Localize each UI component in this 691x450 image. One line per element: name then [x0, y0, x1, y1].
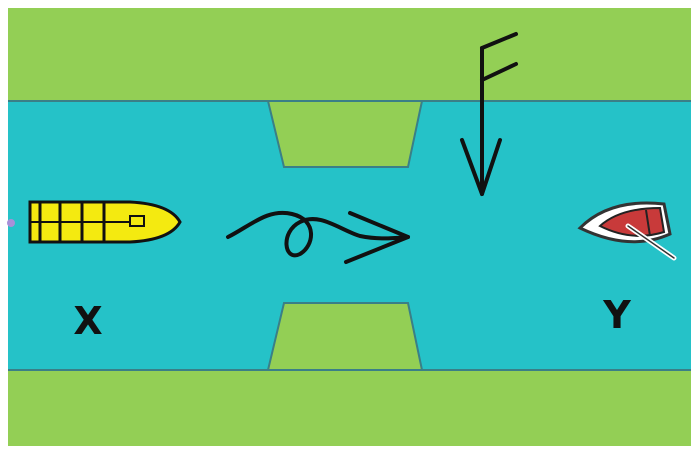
- boat-y-label: Y: [602, 293, 631, 337]
- jetty-top: [266, 100, 424, 168]
- land-bank-bottom: [8, 370, 691, 446]
- wavy-current-arrow-icon: [226, 210, 410, 264]
- yellow-motorboat-icon: [28, 200, 182, 244]
- wind-arrow-icon: [460, 32, 518, 196]
- land-bank-top: [8, 8, 691, 102]
- edge-marker: [7, 219, 15, 227]
- jetty-bottom: [266, 302, 424, 371]
- boat-x-label: X: [73, 299, 102, 343]
- red-sailboat-icon: [577, 201, 677, 261]
